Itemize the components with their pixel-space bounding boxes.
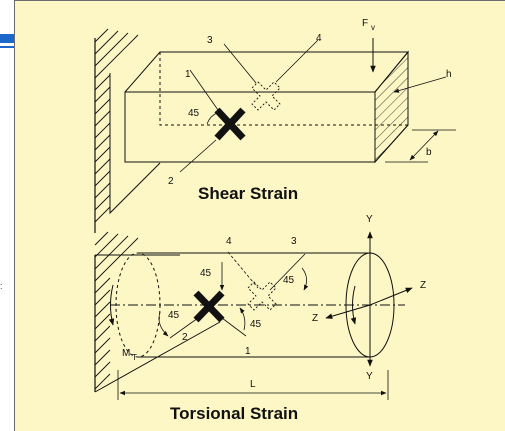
shear-dashed-element [251, 81, 281, 111]
torsion-label-1: 1 [245, 346, 251, 357]
shear-angle-label: 45 [188, 108, 200, 119]
shear-label-1: 1 [185, 69, 191, 80]
torsion-angle-left: 45 [168, 310, 180, 321]
left-edge-mark: : [0, 281, 3, 291]
torsion-angle-top: 45 [200, 268, 212, 279]
shear-height-label: h [446, 69, 452, 80]
shear-wall [94, 28, 161, 233]
torsion-label-4: 4 [226, 236, 232, 247]
shear-force-subscript: v [371, 23, 375, 32]
shear-strain-element [214, 107, 246, 141]
shear-block [124, 50, 410, 164]
shear-label-3: 3 [207, 35, 213, 46]
torsion-shaft [110, 252, 405, 358]
torsion-diagram: 1 2 3 4 45 45 45 45 Y Y Z Z M T L Torsio… [94, 214, 426, 423]
shear-width-label: b [426, 147, 432, 158]
torsion-dashed-element [247, 281, 277, 311]
torsion-moment-label: M [122, 348, 130, 359]
torsion-angle-bottom: 45 [250, 319, 262, 330]
shear-label-2: 2 [168, 176, 174, 187]
torsion-strain-element [193, 290, 225, 323]
left-accent-line [0, 46, 14, 48]
shear-diagram: 1 2 3 4 45 F v h b Shear Strain [94, 18, 456, 233]
torsion-angle-right: 45 [283, 275, 295, 286]
torsion-axis-z-left: Z [312, 313, 318, 324]
shear-title: Shear Strain [198, 184, 298, 203]
torsion-moment-subscript: T [132, 353, 137, 362]
torsion-wall [94, 231, 221, 393]
torsion-length-label: L [250, 379, 256, 390]
torsion-axis-y-bottom: Y [366, 371, 373, 382]
diagram-panel [14, 0, 505, 431]
torsion-label-2: 2 [182, 332, 188, 343]
torsion-axis-z-right: Z [420, 280, 426, 291]
shear-force-label: F [362, 18, 368, 29]
left-accent-bar [0, 34, 14, 43]
torsion-axis-y-top: Y [366, 214, 373, 225]
shear-label-4: 4 [316, 33, 322, 44]
torsion-label-3: 3 [291, 236, 297, 247]
torsion-title: Torsional Strain [170, 404, 298, 423]
